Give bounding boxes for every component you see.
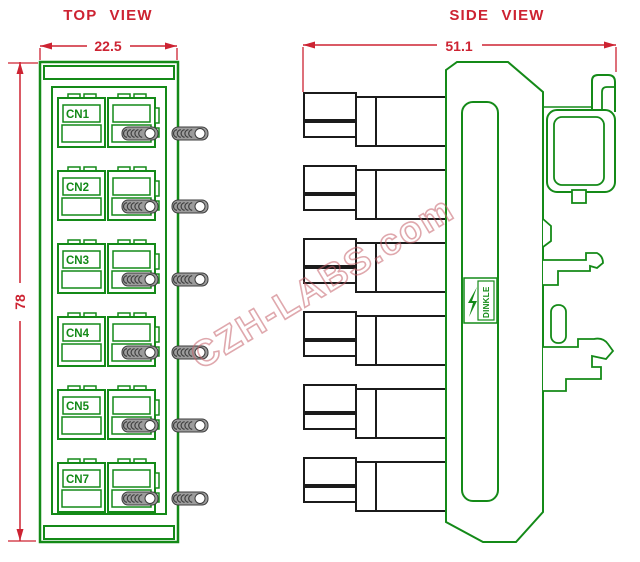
connector-label: CN3: [66, 255, 89, 267]
connector-label: CN5: [66, 401, 90, 413]
rail-top-hook: [591, 74, 616, 112]
dim-text-mask: [437, 38, 482, 53]
connector-label: CN2: [66, 182, 89, 194]
brand-plate: DINKLE: [463, 277, 498, 324]
clip-release-foot: [543, 337, 615, 392]
dim-text-mask: [87, 39, 130, 53]
plug-row-5: [303, 384, 448, 439]
top-view-end-bar-bottom: [43, 525, 175, 540]
side-view: DINKLE: [303, 61, 616, 543]
clip-slot: [550, 304, 567, 344]
arrow-down-icon: [16, 529, 24, 541]
dim-value-top-height: 78: [12, 294, 28, 310]
top-view-inner-frame: [51, 86, 167, 515]
top-view-title: TOP VIEW: [63, 7, 152, 24]
dim-value-top-width: 22.5: [94, 38, 121, 54]
arrow-up-icon: [16, 62, 24, 74]
arrow-left-icon: [40, 42, 52, 50]
dim-value-side-width: 51.1: [445, 38, 472, 54]
dim-text-mask: [12, 283, 28, 321]
clip-bump: [542, 218, 552, 248]
plug-row-6: [303, 457, 448, 512]
rail-bottom-tab: [571, 189, 587, 204]
brand-text-frame: [477, 280, 495, 321]
connector-label: CN1: [66, 109, 90, 121]
arrow-left-icon: [303, 41, 315, 49]
clip-middle-hook: [543, 252, 604, 286]
brand-label: DINKLE: [482, 286, 491, 318]
plug-row-1: [303, 92, 448, 147]
top-view: CN1 CN2 CN3 CN4 CN5 CN7: [38, 60, 208, 544]
dimensions: 22.5 78 51.1 TOP VIEW SIDE VIEW: [8, 7, 617, 542]
connector-label: CN4: [66, 328, 90, 340]
rail-cross-section-inner: [553, 116, 605, 186]
din-rail-and-clip: [542, 74, 616, 392]
side-view-title: SIDE VIEW: [449, 7, 544, 24]
arrow-right-icon: [604, 41, 616, 49]
connector-label: CN7: [66, 474, 89, 486]
rail-top-hook-inner: [601, 86, 614, 112]
dinkle-logo-icon: [468, 287, 477, 317]
top-view-end-bar-top: [43, 65, 175, 80]
arrow-right-icon: [165, 42, 177, 50]
plug-row-4: [303, 311, 448, 366]
